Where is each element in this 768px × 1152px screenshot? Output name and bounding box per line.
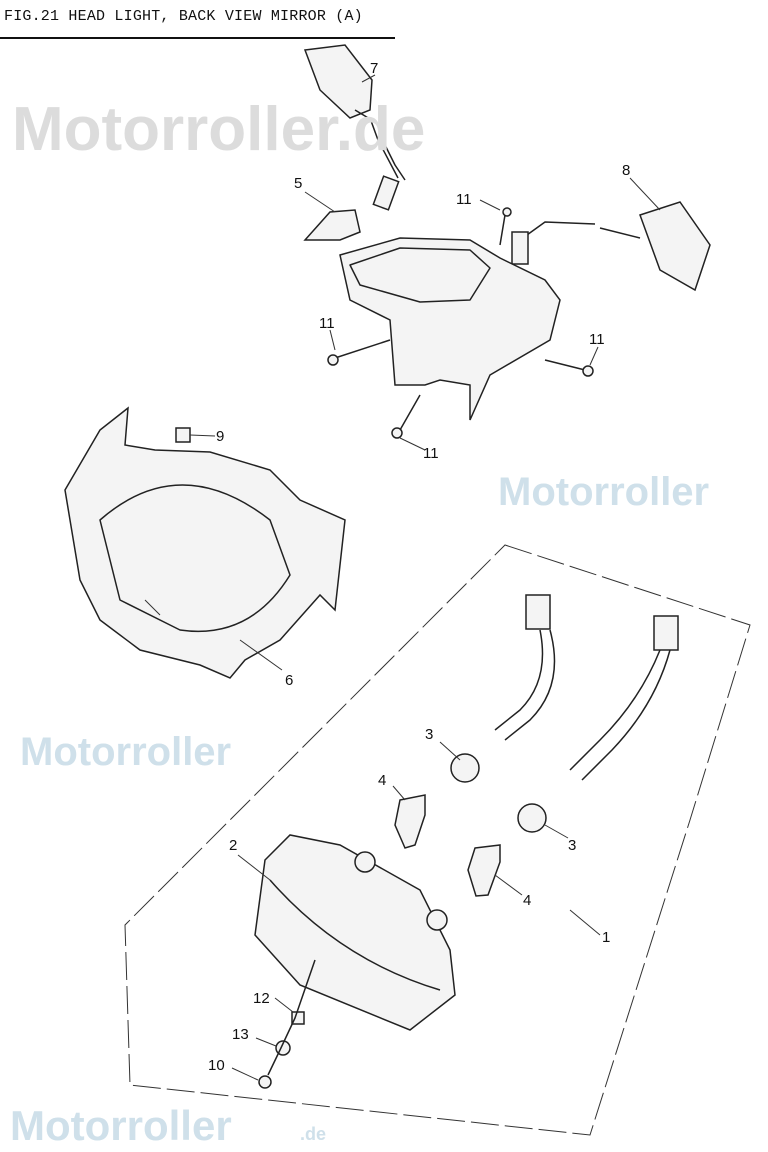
bulb [467,844,501,897]
watermark: Motorroller [498,470,709,514]
callout-4: 4 [378,772,386,789]
bolt-axis [267,959,316,1076]
mirror-right [511,201,711,292]
assembly-boundary [124,544,751,1136]
callout-1: 1 [602,929,610,946]
bulb-socket [450,753,480,783]
watermark: Motorroller.de [12,95,425,164]
callout-5: 5 [294,175,302,192]
callout-6: 6 [285,672,293,689]
callout-11: 11 [319,315,335,332]
callout-7: 7 [370,60,378,77]
watermark-suffix: .de [300,1124,326,1144]
bulb-socket [517,803,547,833]
callout-2: 2 [229,837,237,854]
nut [291,1011,305,1025]
callout-11: 11 [423,445,439,462]
callout-9: 9 [216,428,224,445]
clip-nut [175,427,191,443]
callout-12: 12 [253,990,270,1007]
callout-3: 3 [568,837,576,854]
headlight-housing [254,834,456,1031]
watermark: Motorroller [20,730,231,774]
callout-11: 11 [589,331,605,348]
figure-title: FIG.21 HEAD LIGHT, BACK VIEW MIRROR (A) [4,8,363,25]
front-cover [64,406,346,679]
callout-8: 8 [622,162,630,179]
callout-4: 4 [523,892,531,909]
bulb [394,794,426,849]
callout-10: 10 [208,1057,225,1074]
screws [327,207,594,439]
title-underline [0,37,395,39]
callout-11: 11 [456,191,472,208]
bolt [258,1075,272,1089]
handlebar-cover [303,209,561,421]
callout-13: 13 [232,1026,249,1043]
watermark: Motorroller [10,1102,232,1149]
mirror-left [303,44,406,211]
callout-3: 3 [425,726,433,743]
leader-lines [189,74,661,1081]
wiring-harness [494,594,679,781]
